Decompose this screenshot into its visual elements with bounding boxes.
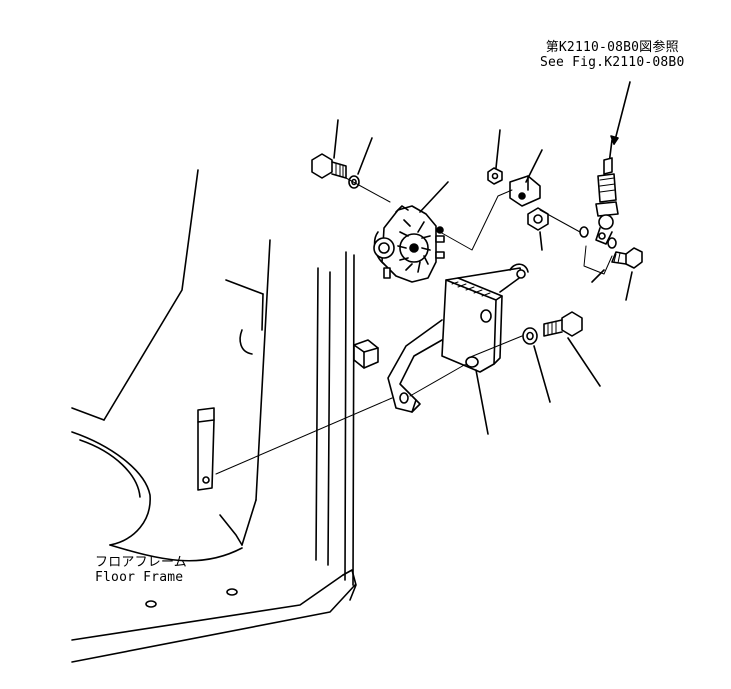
floor-frame-label-en: Floor Frame bbox=[95, 570, 184, 585]
floor-frame-structure bbox=[71, 169, 379, 663]
floor-frame-label-jp: フロアフレーム bbox=[95, 555, 188, 570]
figure-reference-en: See Fig.K2110-08B0 bbox=[540, 55, 685, 70]
figure-reference-jp: 第K2110-08B0図参照 bbox=[545, 40, 679, 55]
hardware-right-bolt bbox=[522, 311, 583, 345]
linkage-rod-assembly bbox=[487, 139, 643, 269]
mounting-bracket bbox=[387, 263, 529, 413]
floor-frame-label: フロアフレーム Floor Frame bbox=[95, 555, 187, 585]
assembly-center-lines bbox=[215, 177, 613, 475]
rotary-sensor bbox=[373, 205, 445, 283]
hardware-top-left bbox=[311, 153, 360, 189]
leader-lines bbox=[333, 81, 633, 435]
figure-reference-note: 第K2110-08B0図参照 See Fig.K2110-08B0 bbox=[540, 40, 684, 70]
